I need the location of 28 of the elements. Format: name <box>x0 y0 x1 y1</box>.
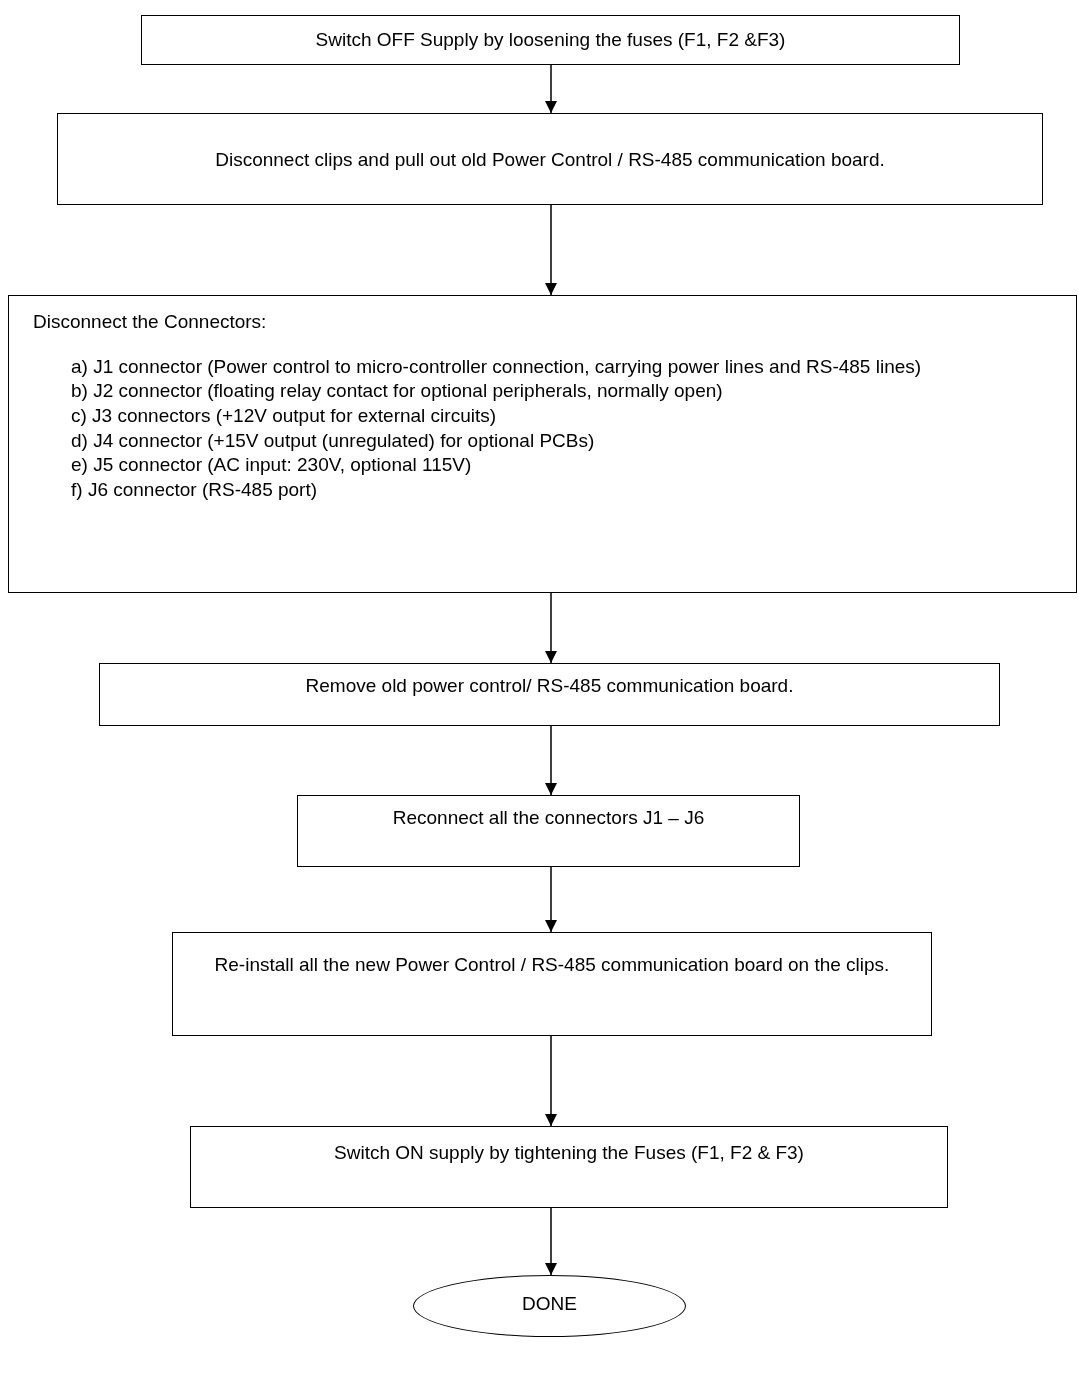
process-box <box>141 15 960 65</box>
process-box <box>172 932 932 1036</box>
arrow <box>545 64 557 114</box>
arrow <box>545 725 557 796</box>
step-heading: Disconnect the Connectors: <box>33 310 268 334</box>
process-box <box>8 295 1077 593</box>
step-text: Remove old power control/ RS-485 communication board. <box>304 674 795 698</box>
list-item: a) J1 connector (Power control to micro-controller connection, carrying power lines and RS-485 lines) <box>70 354 923 379</box>
list-item: b) J2 connector (floating relay contact for optional peripherals, normally open) <box>70 379 724 404</box>
arrow <box>545 1207 557 1276</box>
arrow <box>545 1035 557 1127</box>
process-box <box>57 113 1043 205</box>
list-item: f) J6 connector (RS-485 port) <box>70 478 319 503</box>
arrow <box>545 204 557 296</box>
list-item: e) J5 connector (AC input: 230V, optional 115V) <box>70 453 473 478</box>
step-text: Disconnect clips and pull out old Power Control / RS-485 communication board. <box>214 148 886 172</box>
step-text: DONE <box>521 1292 578 1316</box>
step-text: Switch OFF Supply by loosening the fuses (F1, F2 &F3) <box>314 28 787 52</box>
arrow <box>545 866 557 933</box>
process-box <box>297 795 800 867</box>
step-text: Reconnect all the connectors J1 – J6 <box>391 806 706 830</box>
step-text: Switch ON supply by tightening the Fuses (F1, F2 & F3) <box>333 1141 805 1165</box>
process-box <box>99 663 1000 726</box>
list-item: c) J3 connectors (+12V output for external circuits) <box>70 404 498 429</box>
step-text: Re-install all the new Power Control / RS-485 communication board on the clips. <box>213 953 891 977</box>
list-item: d) J4 connector (+15V output (unregulated) for optional PCBs) <box>70 428 596 453</box>
process-box <box>190 1126 948 1208</box>
arrow <box>545 592 557 664</box>
